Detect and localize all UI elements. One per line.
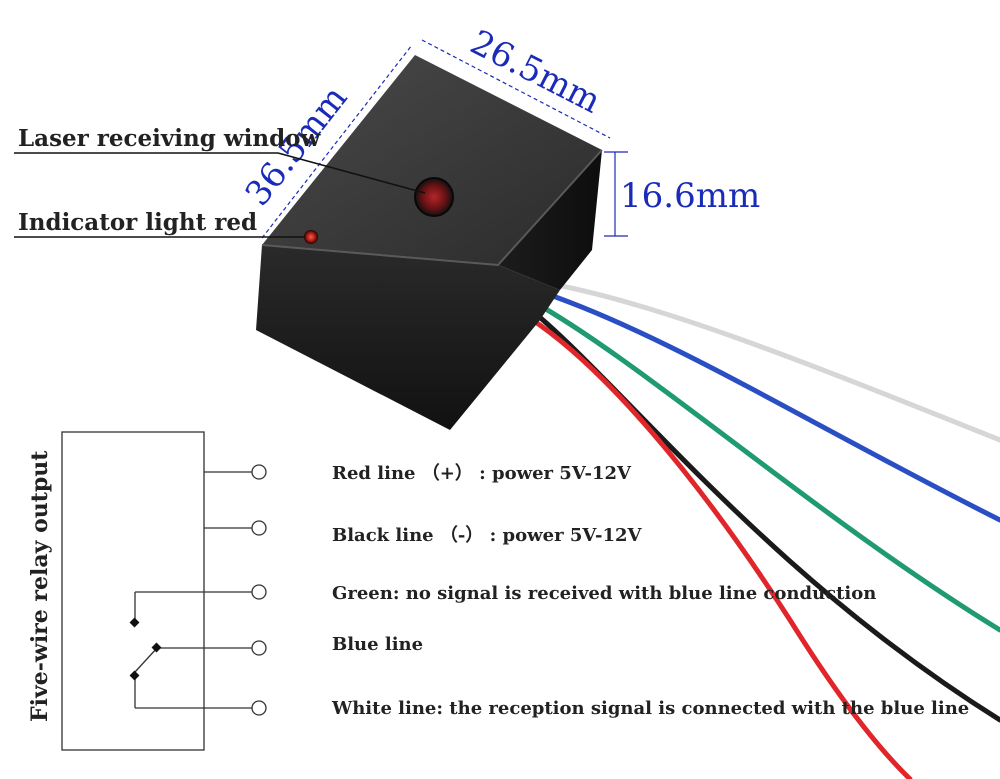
- module-front-face: [256, 245, 560, 430]
- red-wire: [517, 309, 913, 779]
- relay-schematic: [61, 431, 267, 751]
- terminal-red-icon: [251, 464, 267, 480]
- relay-title: Five-wire relay output: [27, 450, 53, 722]
- blue-wire: [532, 287, 1000, 523]
- sensor-module: [256, 55, 603, 430]
- terminal-green-icon: [251, 584, 267, 600]
- switch-contacts: [129, 617, 162, 681]
- callout-window-label: Laser receiving window: [18, 125, 322, 152]
- contact-nc-icon: [129, 617, 140, 628]
- wire-label-white: White line: the reception signal is conn…: [331, 698, 969, 719]
- laser-window-icon: [414, 177, 454, 217]
- terminal-white-icon: [251, 700, 267, 716]
- callout-indicator-label: Indicator light red: [18, 209, 257, 236]
- module-side-face: [498, 150, 602, 290]
- wire-label-red: Red line （+） : power 5V-12V: [332, 463, 632, 484]
- green-wire: [527, 297, 1000, 633]
- wire-label-blue: Blue line: [332, 634, 423, 655]
- dimension-lines: [261, 39, 628, 239]
- switch-arm: [134, 647, 158, 673]
- wire-label-black: Black line （-） : power 5V-12V: [332, 525, 643, 546]
- callout-window-pointer: [277, 152, 426, 194]
- dim-height-label: 16.6mm: [620, 176, 760, 216]
- module-top-face: [262, 55, 602, 265]
- relay-box: [61, 431, 205, 751]
- module-edge-highlight: [261, 149, 603, 267]
- callouts: [14, 152, 426, 238]
- terminal-blue-icon: [251, 640, 267, 656]
- contact-no-icon: [129, 670, 140, 681]
- terminal-black-icon: [251, 520, 267, 536]
- wire-label-green: Green: no signal is received with blue l…: [332, 583, 876, 604]
- indicator-led-icon: [304, 230, 318, 244]
- wire-bundle: [517, 279, 1000, 779]
- white-wire: [537, 279, 1000, 443]
- black-wire: [522, 302, 1000, 723]
- dim-length-line: [261, 44, 413, 239]
- dim-width-line: [421, 39, 611, 139]
- contact-common-icon: [151, 642, 162, 653]
